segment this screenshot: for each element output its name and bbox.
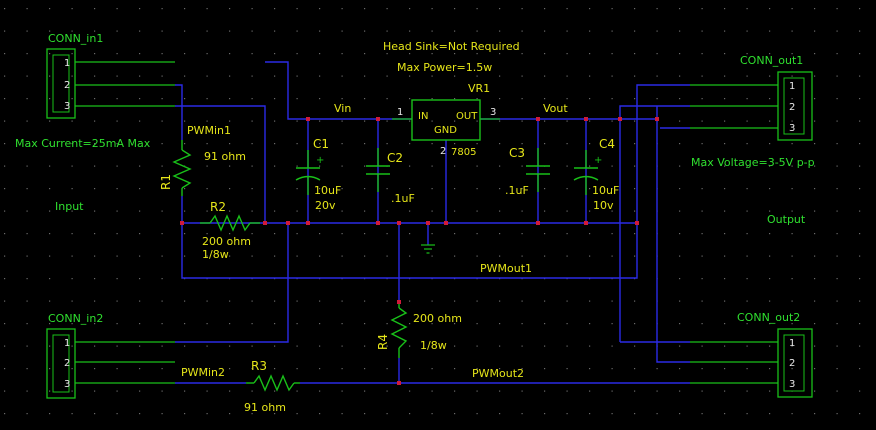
conn-in1-name: CONN_in1	[48, 32, 103, 45]
r4-rating: 1/8w	[420, 339, 447, 352]
c2-ref: C2	[387, 151, 403, 165]
wire-in1-pin2	[175, 84, 183, 140]
conn-out2-pin3: 3	[789, 379, 795, 390]
conn-out1-pin1: 1	[789, 81, 795, 92]
r4-ref: R4	[376, 334, 390, 350]
junction-dots	[180, 117, 659, 385]
c3-ref: C3	[509, 146, 525, 160]
regulator-pin-out-num: 3	[490, 107, 496, 118]
net-pwmout2: PWMout2	[472, 367, 524, 380]
c4-value: 10uF	[592, 184, 619, 197]
note-heat-sink: Head Sink=Not Required	[383, 40, 520, 53]
regulator-pin-gnd-num: 2	[440, 146, 446, 157]
wire-out-vertical	[619, 105, 690, 342]
conn-in2-name: CONN_in2	[48, 312, 103, 325]
resistor-r1[interactable]: R1 91 ohm	[159, 140, 246, 196]
conn-out2-name: CONN_out2	[737, 311, 800, 324]
r2-ref: R2	[210, 200, 226, 214]
resistor-r2[interactable]: R2 200 ohm 1/8w	[200, 200, 260, 261]
r2-value: 200 ohm	[202, 235, 251, 248]
note-max-current: Max Current=25mA Max	[15, 137, 151, 150]
resistor-r4[interactable]: R4 200 ohm 1/8w	[376, 300, 462, 358]
regulator-pin-in-num: 1	[397, 107, 403, 118]
r2-rating: 1/8w	[202, 248, 229, 261]
c4-ref: C4	[599, 137, 615, 151]
note-output: Output	[767, 213, 806, 226]
wire-in1-pin1	[265, 61, 412, 120]
wire-out1-pin2	[656, 106, 690, 363]
c4-rating: 10v	[593, 199, 614, 212]
capacitor-c4[interactable]: + C4 10uF 10v	[573, 137, 619, 212]
conn-in2-pin1: 1	[64, 338, 70, 349]
capacitor-c3[interactable]: C3 .1uF	[505, 146, 550, 197]
r3-ref: R3	[251, 359, 267, 373]
regulator-pin-out-label: OUT	[456, 111, 478, 122]
note-input: Input	[55, 200, 84, 213]
regulator-vr1[interactable]: VR1 IN OUT GND 1 3 2 7805	[392, 82, 500, 158]
regulator-ref: VR1	[468, 82, 490, 95]
net-vout: Vout	[543, 102, 568, 115]
wire-in2-pin1	[175, 223, 289, 343]
net-vin: Vin	[334, 102, 351, 115]
capacitor-c1[interactable]: + C1 10uF 20v	[295, 137, 341, 212]
conn-out1-name: CONN_out1	[740, 54, 803, 67]
r4-value: 200 ohm	[413, 312, 462, 325]
regulator-pin-gnd-label: GND	[434, 125, 457, 136]
connector-conn-out1[interactable]: CONN_out1 1 2 3	[690, 54, 813, 141]
conn-in1-pin1: 1	[64, 58, 70, 69]
c3-value: .1uF	[505, 184, 529, 197]
conn-in2-pin2: 2	[64, 358, 70, 369]
c4-plus: +	[594, 155, 602, 166]
regulator-pin-in-label: IN	[418, 111, 428, 122]
ground-symbol	[421, 244, 435, 254]
conn-in1-pin3: 3	[64, 101, 70, 112]
c1-ref: C1	[313, 137, 329, 151]
c1-rating: 20v	[315, 199, 336, 212]
capacitor-c2[interactable]: C2 .1uF	[366, 148, 415, 205]
c1-plus: +	[316, 155, 324, 166]
regulator-part: 7805	[451, 147, 476, 158]
wire-in1-pin3	[175, 105, 266, 223]
c2-value: .1uF	[391, 192, 415, 205]
conn-in2-pin3: 3	[64, 379, 70, 390]
conn-out2-pin1: 1	[789, 338, 795, 349]
net-pwmin1: PWMin1	[187, 124, 231, 137]
net-pwmout1: PWMout1	[480, 262, 532, 275]
conn-out1-pin2: 2	[789, 102, 795, 113]
c1-value: 10uF	[314, 184, 341, 197]
r1-ref: R1	[159, 174, 173, 190]
r3-value: 91 ohm	[244, 401, 286, 414]
connector-conn-in1[interactable]: CONN_in1 1 2 3	[46, 32, 175, 119]
conn-out2-pin2: 2	[789, 358, 795, 369]
r1-value: 91 ohm	[204, 150, 246, 163]
conn-in1-pin2: 2	[64, 80, 70, 91]
resistor-r3[interactable]: R3 91 ohm	[244, 359, 300, 414]
net-pwmin2: PWMin2	[181, 366, 225, 379]
wire-r1-bottom	[181, 84, 690, 279]
note-max-voltage: Max Voltage=3-5V p-p	[691, 156, 815, 169]
connector-conn-out2[interactable]: CONN_out2 1 2 3	[690, 311, 813, 398]
conn-out1-pin3: 3	[789, 123, 795, 134]
connector-conn-in2[interactable]: CONN_in2 1 2 3	[46, 312, 175, 399]
note-max-power: Max Power=1.5w	[397, 61, 492, 74]
